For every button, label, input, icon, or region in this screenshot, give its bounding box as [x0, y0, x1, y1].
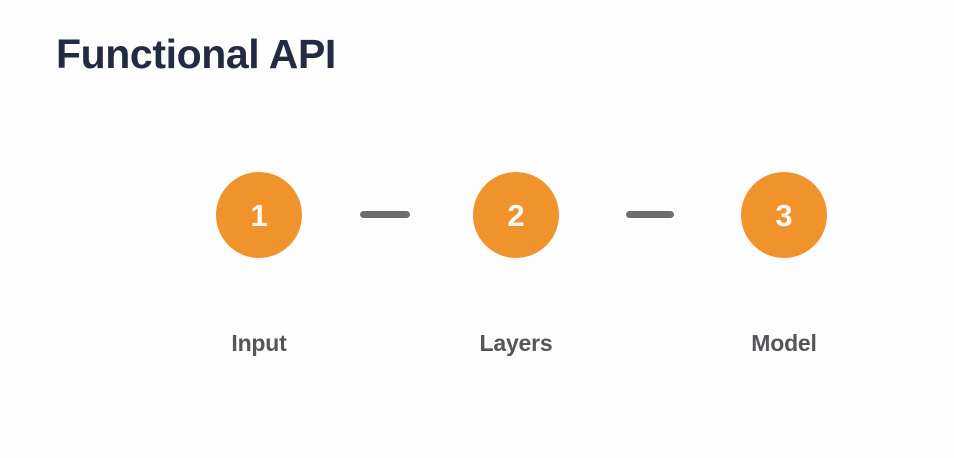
step-circle-2[interactable]: 2 — [473, 172, 559, 258]
step-flow-diagram: 1 2 3 — [0, 168, 954, 264]
step-number-3: 3 — [775, 197, 793, 233]
step-circle-3[interactable]: 3 — [741, 172, 827, 258]
step-labels: Input Layers Model — [0, 330, 954, 370]
step-number-2: 2 — [507, 197, 525, 233]
page-title: Functional API — [56, 31, 336, 77]
connector-line-2 — [626, 211, 674, 218]
step-label-model: Model — [751, 330, 817, 356]
step-label-layers: Layers — [479, 330, 553, 356]
step-number-1: 1 — [250, 197, 268, 233]
step-circle-1[interactable]: 1 — [216, 172, 302, 258]
connector-line-1 — [360, 211, 410, 218]
step-label-input: Input — [231, 330, 287, 356]
